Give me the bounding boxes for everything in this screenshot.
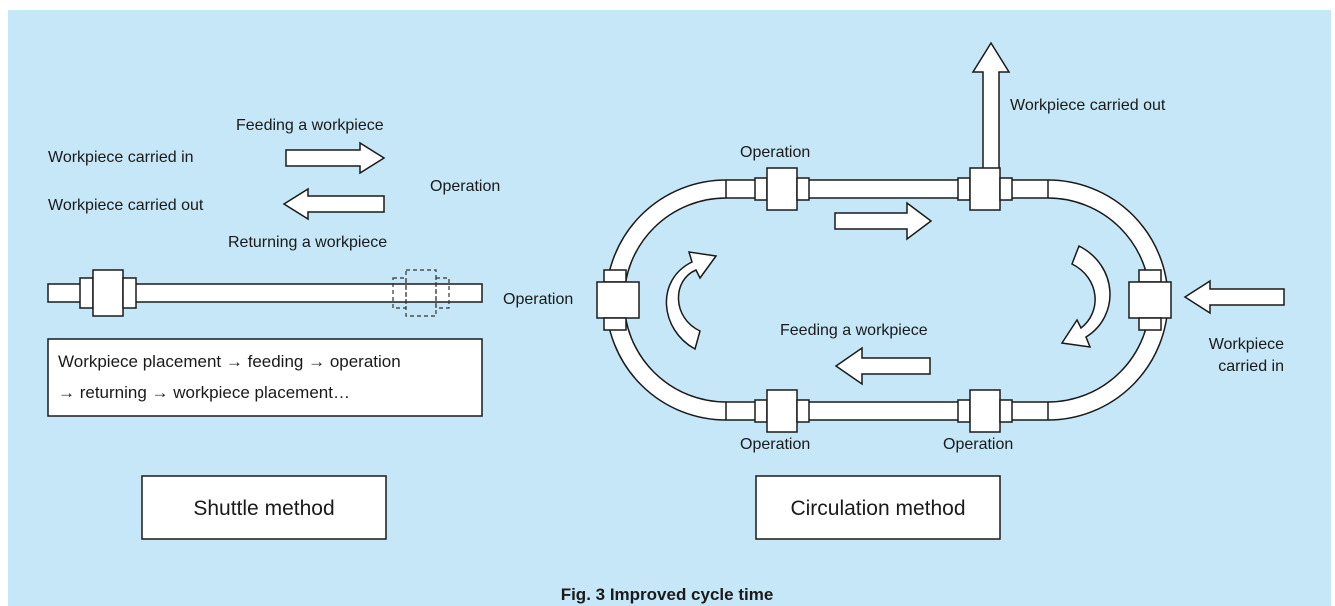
shuttle-diagram: Feeding a workpiece Workpiece carried in…	[47, 117, 500, 540]
carriage-top-right	[957, 167, 1013, 211]
track-joints	[725, 180, 1049, 420]
circulation-carried-in-line1: Workpiece	[1209, 336, 1284, 353]
flow-arrow-bottom	[834, 346, 931, 386]
flow-arrow-top	[834, 201, 933, 241]
figure-caption: Fig. 3 Improved cycle time	[561, 585, 774, 604]
circulation-operation-left-label: Operation	[503, 291, 573, 308]
shuttle-rail	[47, 283, 483, 303]
circulation-feeding-label: Feeding a workpiece	[780, 322, 928, 339]
carriage-right	[1128, 269, 1172, 331]
shuttle-returning-label: Returning a workpiece	[228, 234, 387, 251]
shuttle-process-line2: → returning → workpiece placement…	[58, 383, 350, 402]
shuttle-carried-out-label: Workpiece carried out	[48, 197, 204, 214]
carriage-bottom-right	[957, 389, 1013, 433]
shuttle-carriage-ghost	[392, 269, 450, 317]
shuttle-return-arrow	[282, 187, 385, 221]
circulation-operation-bottom-left-label: Operation	[740, 436, 810, 453]
circulation-carried-in-line2: carried in	[1218, 358, 1284, 375]
shuttle-method-box	[141, 475, 387, 540]
shuttle-operation-label: Operation	[430, 178, 500, 195]
circulation-method-label: Circulation method	[790, 497, 965, 520]
carriage-bottom-left	[754, 389, 810, 433]
circulation-in-arrow	[1183, 279, 1285, 315]
shuttle-feeding-label: Feeding a workpiece	[236, 117, 384, 134]
carriage-top-left	[754, 167, 810, 211]
circulation-out-arrow	[971, 41, 1011, 174]
circulation-operation-top-label: Operation	[740, 144, 810, 161]
circulation-operation-bottom-right-label: Operation	[943, 436, 1013, 453]
shuttle-carriage	[79, 269, 137, 317]
circulation-method-box	[755, 475, 1001, 540]
curved-arrow-right	[1060, 244, 1111, 348]
shuttle-feed-arrow	[285, 141, 386, 175]
carriage-left	[596, 269, 640, 331]
circulation-carried-out-label: Workpiece carried out	[1010, 97, 1166, 114]
shuttle-method-label: Shuttle method	[193, 497, 334, 520]
shuttle-process-line1: Workpiece placement → feeding → operatio…	[58, 352, 401, 371]
circulation-diagram: Workpiece carried out Operation	[503, 41, 1285, 540]
shuttle-carried-in-label: Workpiece carried in	[48, 149, 194, 166]
shuttle-process-box	[47, 338, 483, 417]
curved-arrow-left	[665, 251, 718, 351]
